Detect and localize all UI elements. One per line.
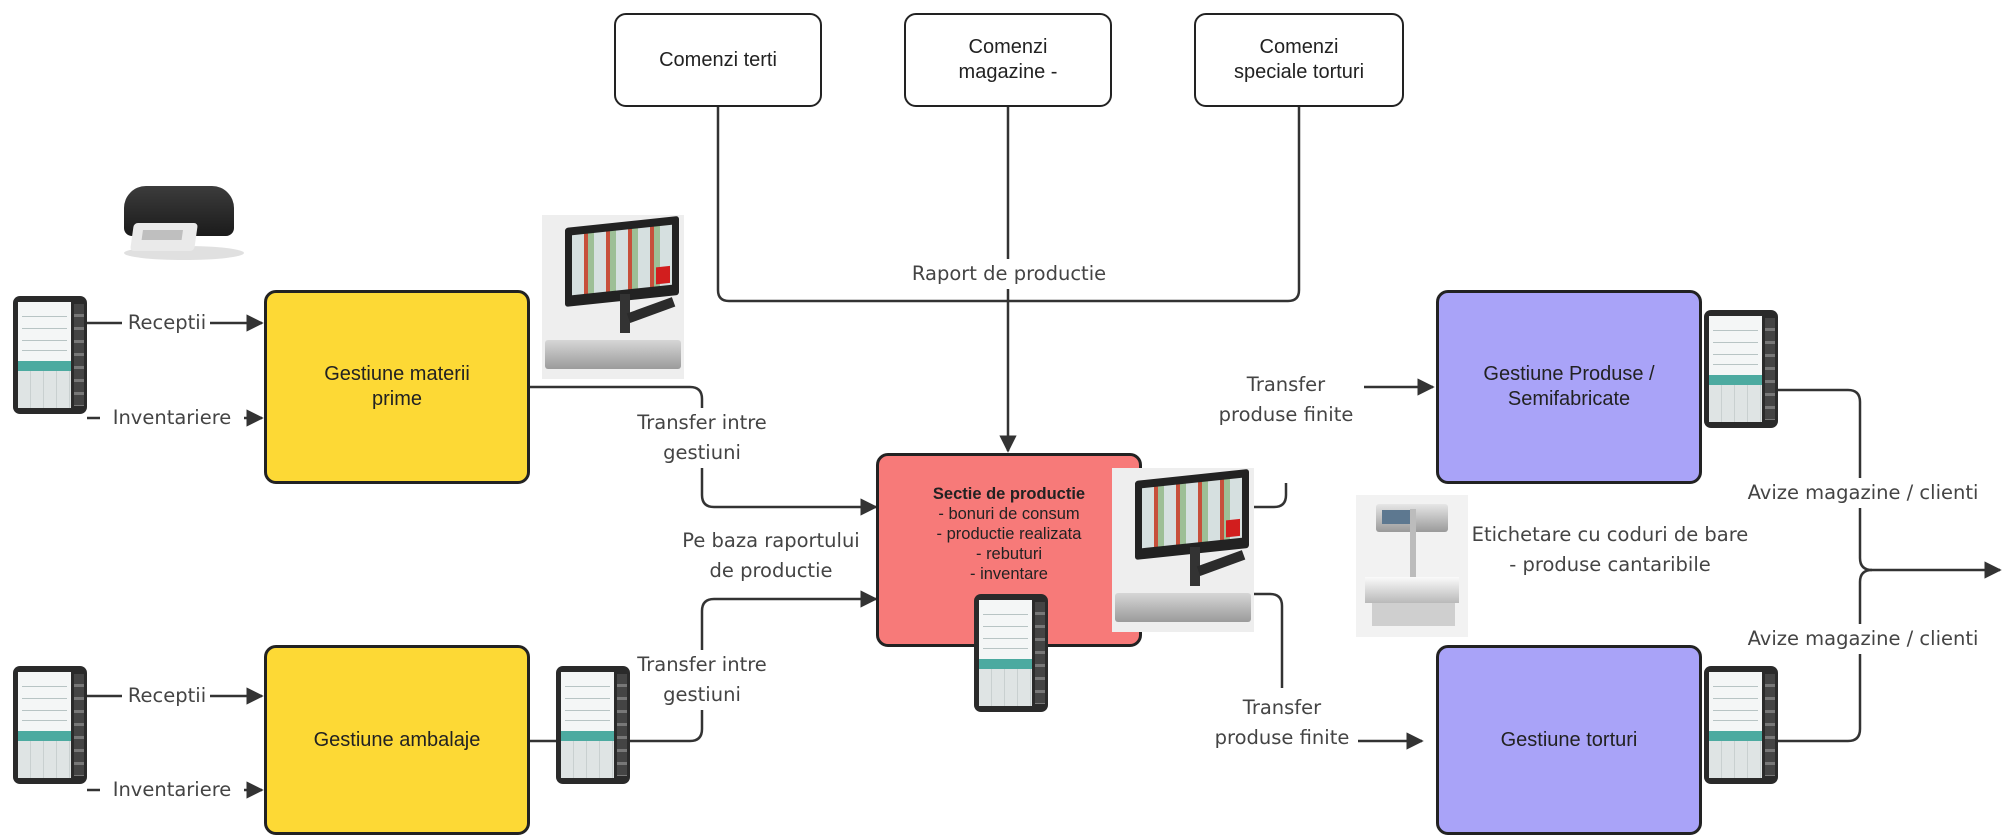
comenzi-terti-box: Comenzi terti: [614, 13, 822, 107]
comenzi-torturi-label: Comenzi speciale torturi: [1233, 36, 1365, 83]
label-printer-icon: [124, 168, 248, 264]
sectie-item: - rebuturi: [975, 545, 1043, 563]
inventariere-label: Inventariere: [112, 778, 232, 801]
pos-scale-icon: [542, 215, 684, 379]
pe-baza-raportului-label: Pe baza raportului de productie: [682, 529, 860, 582]
comenzi-torturi-box: Comenzi speciale torturi: [1194, 13, 1404, 107]
comenzi-magazine-box: Comenzi magazine -: [904, 13, 1112, 107]
avize-label: Avize magazine / clienti: [1740, 478, 1986, 508]
mobile-terminal-icon: [1704, 666, 1778, 784]
line-comenzi-torturi: [1008, 107, 1301, 303]
gestiune-ambalaje-label: Gestiune ambalaje: [313, 728, 481, 751]
avize-label: Avize magazine / clienti: [1740, 624, 1986, 654]
mobile-terminal-icon: [974, 594, 1048, 712]
line-finite-bottom: [1252, 592, 1284, 688]
mobile-terminal-icon: [13, 296, 87, 414]
line-avize-bottom: [1776, 568, 1873, 743]
gestiune-ambalaje-box: Gestiune ambalaje: [264, 645, 530, 835]
transfer-intre-gestiuni-label: Transfer intre gestiuni: [620, 650, 784, 710]
mobile-terminal-icon: [13, 666, 87, 784]
line-finite-top: [1252, 483, 1288, 509]
comenzi-terti-label: Comenzi terti: [659, 48, 777, 71]
sectie-productie-title: Sectie de productie: [932, 485, 1086, 503]
receptii-label: Receptii: [127, 311, 207, 334]
label-scale-icon: [1356, 495, 1468, 637]
comenzi-magazine-label: Comenzi magazine -: [958, 36, 1058, 83]
transfer-produse-finite-label: Transfer produse finite: [1206, 693, 1358, 753]
line-comenzi-terti: [716, 107, 1008, 303]
inventariere-label: Inventariere: [112, 406, 232, 429]
gestiune-produse-label: Gestiune Produse / Semifabricate: [1483, 363, 1655, 410]
sectie-item: - inventare: [970, 565, 1048, 583]
transfer-intre-gestiuni-label: Transfer intre gestiuni: [620, 408, 784, 468]
mobile-terminal-icon: [556, 666, 630, 784]
mobile-terminal-icon: [1704, 310, 1778, 428]
gestiune-produse-box: Gestiune Produse / Semifabricate: [1436, 290, 1702, 484]
pos-scale-icon: [1112, 468, 1254, 632]
sectie-item: - productie realizata: [936, 525, 1082, 543]
sectie-item: - bonuri de consum: [938, 505, 1080, 523]
gestiune-torturi-box: Gestiune torturi: [1436, 645, 1702, 835]
gestiune-materii-prime-box: Gestiune materii prime: [264, 290, 530, 484]
etichetare-label: Etichetare cu coduri de bare - produse c…: [1471, 523, 1749, 576]
receptii-label: Receptii: [127, 684, 207, 707]
raport-productie-label: Raport de productie: [898, 259, 1120, 289]
transfer-produse-finite-label: Transfer produse finite: [1210, 370, 1362, 430]
gestiune-torturi-label: Gestiune torturi: [1500, 728, 1638, 751]
gestiune-materii-prime-label: Gestiune materii prime: [324, 363, 470, 410]
